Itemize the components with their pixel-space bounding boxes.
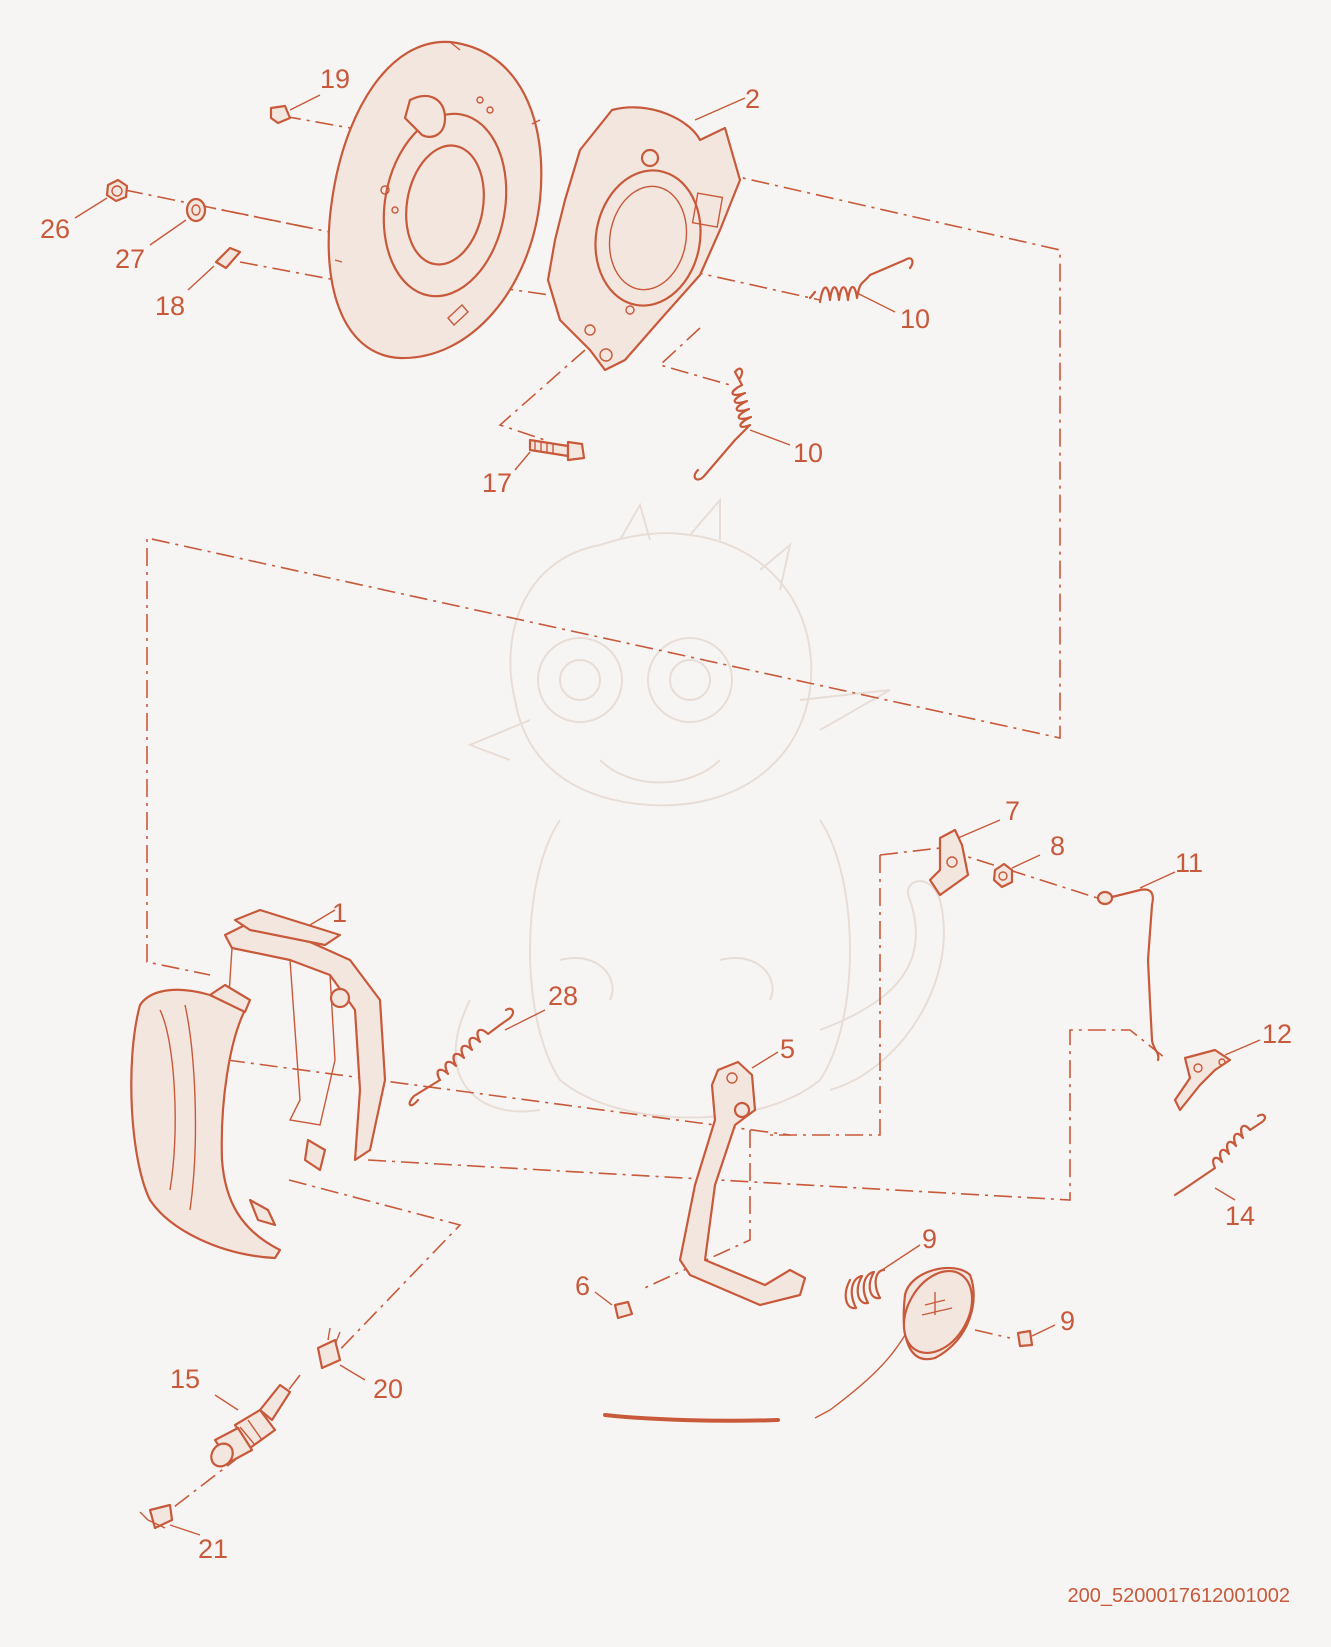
callout-labels: 19 2 26 27 18 10 10 17 7 8 11 1 28 12 5 … [40, 64, 1292, 1564]
part-6-clip [594, 1291, 634, 1320]
backing-plate [327, 40, 543, 360]
callout-9-right: 9 [1060, 1306, 1075, 1336]
callout-1: 1 [332, 898, 347, 928]
callout-27: 27 [115, 244, 145, 274]
part-2-anchor-plate [546, 97, 746, 372]
callout-2: 2 [745, 84, 760, 114]
callout-15: 15 [170, 1364, 200, 1394]
part-27-washer [149, 197, 207, 246]
callout-12: 12 [1262, 1019, 1292, 1049]
part-19-cap-nut [269, 94, 321, 125]
part-21-clip [139, 1503, 201, 1536]
part-10-spring-lower [693, 367, 791, 481]
part-11-cable [1096, 871, 1176, 1062]
part-1-brake-shoe-assembly [130, 908, 387, 1260]
part-9-magnet-assembly [603, 1244, 1056, 1423]
callout-6: 6 [575, 1271, 590, 1301]
callout-10-lower: 10 [793, 438, 823, 468]
part-10-spring-upper [808, 257, 914, 313]
part-7-bracket [928, 819, 1001, 897]
part-15-adjuster-screw [210, 1383, 292, 1468]
callout-18: 18 [155, 291, 185, 321]
part-12-adjuster-bracket [1173, 1039, 1261, 1112]
callout-5: 5 [780, 1034, 795, 1064]
part-28-spring [408, 1007, 546, 1107]
figure-reference: 200_5200017612001002 [1068, 1585, 1290, 1607]
callout-8: 8 [1050, 831, 1065, 861]
part-8-nut [992, 854, 1041, 889]
callout-26: 26 [40, 214, 70, 244]
callout-9-upper: 9 [922, 1224, 937, 1254]
callout-14: 14 [1225, 1201, 1255, 1231]
part-17-bolt [514, 438, 586, 471]
callout-11: 11 [1175, 848, 1203, 878]
watermark-dragon [454, 497, 945, 1119]
callout-7: 7 [1005, 796, 1020, 826]
callout-19: 19 [320, 64, 350, 94]
part-14-spring [1173, 1113, 1267, 1201]
part-18-pin [187, 246, 242, 291]
callout-21: 21 [198, 1534, 228, 1564]
part-26-hex-nut [74, 178, 129, 219]
part-5-lever [678, 1051, 807, 1307]
callout-17: 17 [482, 468, 512, 498]
callout-20: 20 [373, 1374, 403, 1404]
callout-28: 28 [548, 981, 578, 1011]
callout-10-upper: 10 [900, 304, 930, 334]
part-20-clip [316, 1327, 366, 1381]
